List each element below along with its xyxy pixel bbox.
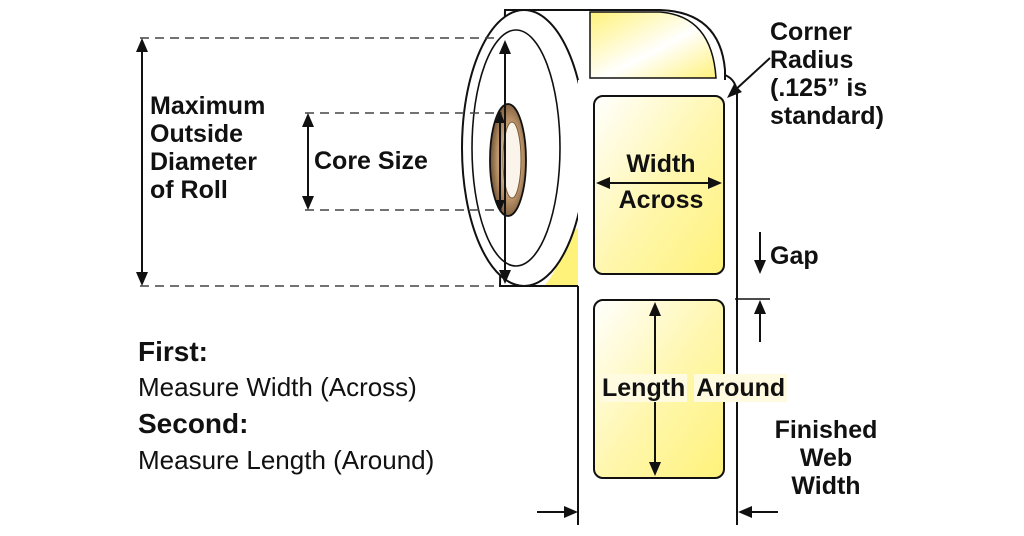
width-across-label: Width Across	[606, 150, 716, 214]
gap-label: Gap	[770, 242, 819, 270]
arrowhead-icon	[302, 113, 314, 127]
label-line: Corner	[770, 18, 852, 46]
label-line: Finished	[774, 416, 878, 444]
corner-radius-arrow	[732, 57, 771, 93]
dimension-arrows	[136, 38, 778, 518]
label-line: Across	[618, 186, 704, 214]
label-line: standard)	[770, 102, 884, 130]
core-size-label: Core Size	[314, 147, 428, 175]
label-line: Around	[694, 374, 788, 402]
label-line: Maximum	[150, 92, 266, 120]
label-line: Width	[791, 472, 861, 500]
arrowhead-icon	[136, 272, 148, 286]
instructions: First: Measure Width (Across) Second: Me…	[138, 336, 434, 475]
first-heading: First:	[138, 336, 208, 367]
finished-web-width-label: Finished Web Width	[762, 416, 890, 500]
first-text: Measure Width (Across)	[138, 372, 417, 403]
label-line: Length	[600, 374, 688, 402]
max-diameter-label: Maximum Outside Diameter of Roll	[150, 92, 265, 204]
label-1	[593, 95, 725, 275]
second-heading: Second:	[138, 408, 249, 440]
label-line: Diameter	[150, 148, 257, 176]
label-line: (.125” is	[770, 74, 868, 102]
label-line: Radius	[770, 46, 854, 74]
dimension-guides	[140, 37, 502, 287]
roll-side-face	[461, 9, 587, 287]
arrowhead-icon	[302, 196, 314, 210]
length-around-label: Length Around	[600, 374, 788, 402]
second-text: Measure Length (Around)	[138, 444, 435, 475]
corner-radius-label: Corner Radius (.125” is standard)	[770, 18, 884, 130]
label-line: Outside	[150, 120, 244, 148]
label-line: of Roll	[150, 176, 228, 204]
label-line: Web	[799, 444, 853, 472]
roll-top-label	[589, 11, 717, 79]
label-line: Width	[626, 150, 696, 178]
arrowhead-icon	[136, 38, 148, 52]
